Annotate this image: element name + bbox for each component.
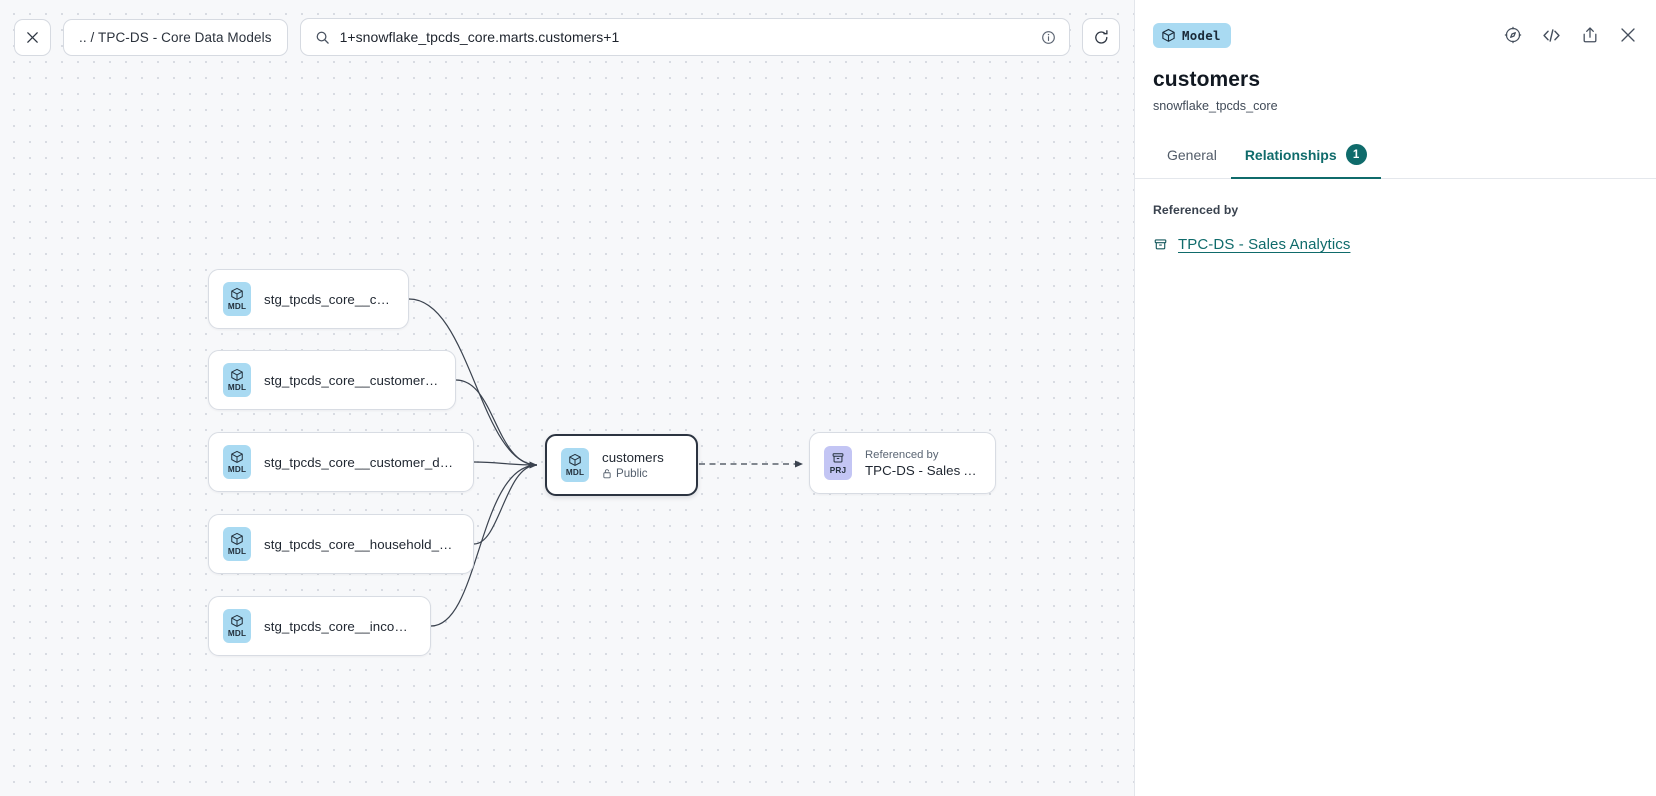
cube-icon: [231, 614, 243, 627]
details-panel-body: Referenced by TPC-DS - Sales Analytics: [1135, 179, 1656, 796]
canvas-toolbar: .. / TPC-DS - Core Data Models 1+snowfla…: [0, 0, 1134, 74]
cube-icon: [231, 450, 243, 463]
close-icon[interactable]: [1618, 25, 1638, 45]
close-diagram-button[interactable]: [14, 18, 51, 56]
graph-node-referenced-project[interactable]: PRJ Referenced by TPC-DS - Sales Analyti…: [809, 432, 996, 494]
model-badge: MDL: [223, 363, 251, 397]
graph-node-stg-customer-demographics[interactable]: MDL stg_tpcds_core__customer_demogra…: [208, 432, 474, 492]
reference-link[interactable]: TPC-DS - Sales Analytics: [1178, 236, 1351, 253]
badge-label: MDL: [227, 629, 247, 638]
badge-label: MDL: [227, 383, 247, 392]
refresh-icon: [1094, 29, 1108, 44]
cube-icon: [569, 453, 581, 466]
tab-relationships[interactable]: Relationships 1: [1230, 135, 1381, 179]
project-badge: PRJ: [824, 446, 852, 480]
lock-icon: [603, 469, 611, 479]
cube-icon: [231, 368, 243, 381]
badge-label: MDL: [227, 547, 247, 556]
node-title: stg_tpcds_core__customer: [264, 291, 394, 307]
badge-label: MDL: [565, 468, 585, 477]
details-panel-header: Model: [1135, 0, 1656, 56]
graph-node-stg-household-demographics[interactable]: MDL stg_tpcds_core__household_demogr…: [208, 514, 474, 574]
details-panel: Model custom: [1134, 0, 1656, 796]
badge-label: PRJ: [829, 466, 847, 475]
details-panel-title-block: customers snowflake_tpcds_core: [1135, 56, 1656, 113]
share-icon[interactable]: [1580, 25, 1600, 45]
tab-label: Relationships: [1244, 146, 1337, 163]
model-badge: MDL: [223, 445, 251, 479]
graph-node-stg-customer[interactable]: MDL stg_tpcds_core__customer: [208, 269, 409, 329]
details-tabs: General Relationships 1: [1135, 135, 1656, 179]
graph-node-stg-customer-address[interactable]: MDL stg_tpcds_core__customer_address: [208, 350, 456, 410]
page-title: customers: [1153, 68, 1261, 91]
info-circle-icon[interactable]: [1041, 30, 1056, 45]
model-badge: MDL: [223, 609, 251, 643]
graph-node-customers[interactable]: MDL customers Public: [545, 434, 698, 496]
project-box-icon: [832, 453, 844, 463]
badge-label: MDL: [227, 302, 247, 311]
node-title: stg_tpcds_core__customer_address: [264, 372, 441, 388]
entity-type-label: Model: [1182, 27, 1221, 43]
details-panel-actions: [1503, 25, 1638, 46]
model-badge: MDL: [561, 448, 589, 482]
breadcrumb-label: .. / TPC-DS - Core Data Models: [79, 29, 272, 45]
project-box-icon: [1154, 239, 1167, 250]
model-badge: MDL: [223, 282, 251, 316]
node-title: stg_tpcds_core__income_band: [264, 618, 416, 634]
node-title: stg_tpcds_core__customer_demogra…: [264, 454, 459, 470]
graph-node-stg-income-band[interactable]: MDL stg_tpcds_core__income_band: [208, 596, 431, 656]
lineage-search-field[interactable]: 1+snowflake_tpcds_core.marts.customers+1: [299, 18, 1070, 56]
tab-label: General: [1167, 146, 1217, 163]
compass-icon[interactable]: [1503, 25, 1523, 45]
badge-label: MDL: [227, 465, 247, 474]
node-visibility: Public: [602, 467, 664, 480]
section-label-referenced-by: Referenced by: [1153, 203, 1239, 217]
entity-type-chip: Model: [1153, 22, 1231, 48]
cube-icon: [231, 532, 243, 545]
model-badge: MDL: [223, 527, 251, 561]
code-icon[interactable]: [1541, 25, 1562, 46]
cube-icon: [1162, 28, 1175, 42]
node-visibility-label: Public: [616, 467, 648, 480]
refresh-button[interactable]: [1082, 18, 1120, 56]
status-badge: 1: [1345, 144, 1367, 165]
cube-icon: [231, 287, 243, 300]
lineage-canvas[interactable]: .. / TPC-DS - Core Data Models 1+snowfla…: [0, 0, 1134, 796]
node-title: TPC-DS - Sales Analytics: [865, 462, 981, 478]
breadcrumb[interactable]: .. / TPC-DS - Core Data Models: [63, 18, 288, 56]
page-subtitle: snowflake_tpcds_core: [1153, 99, 1278, 113]
search-input[interactable]: 1+snowflake_tpcds_core.marts.customers+1: [339, 29, 620, 45]
node-title: stg_tpcds_core__household_demogr…: [264, 536, 459, 552]
close-icon: [27, 31, 38, 43]
tab-general[interactable]: General: [1153, 135, 1231, 179]
lineage-graph: MDL stg_tpcds_core__customer MDL stg_tpc…: [208, 269, 996, 656]
list-item[interactable]: TPC-DS - Sales Analytics: [1153, 236, 1638, 253]
search-icon: [316, 31, 329, 44]
node-title: customers: [602, 450, 664, 465]
node-kicker: Referenced by: [865, 448, 939, 461]
